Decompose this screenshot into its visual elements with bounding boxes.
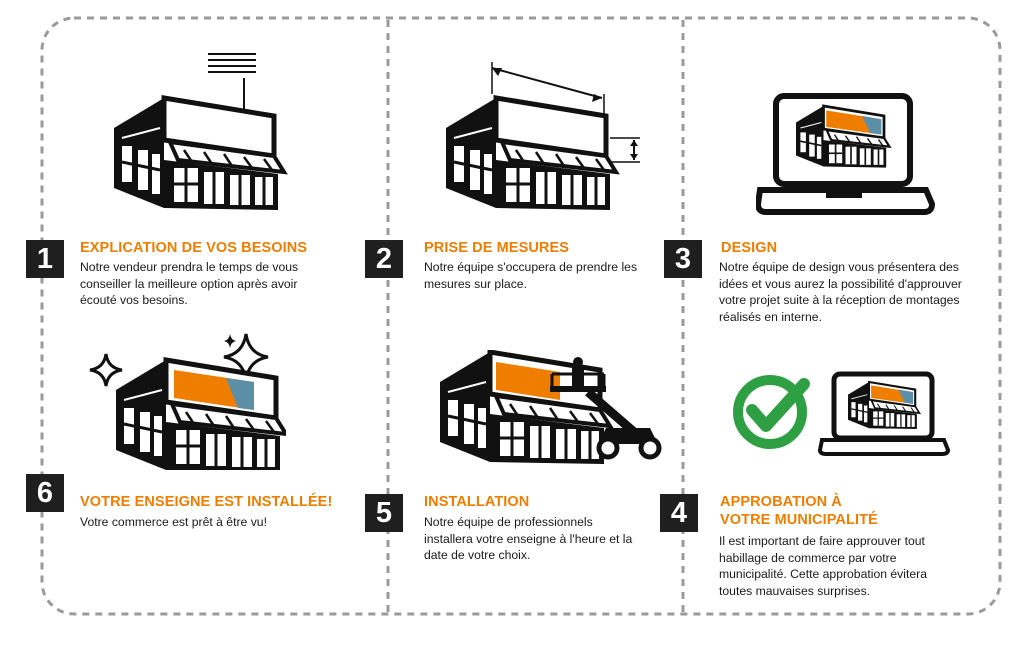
boom-lift-installation-icon	[438, 350, 662, 470]
step-1-title: EXPLICATION DE VOS BESOINS	[80, 240, 308, 256]
sparkling-storefront-icon	[89, 333, 286, 470]
storefront-measurement-icon	[440, 62, 640, 228]
step-2-number: 2	[365, 240, 403, 278]
step-5-description: Notre équipe de professionnels installer…	[424, 515, 633, 563]
step-1-description: Notre vendeur prendra le temps de vous c…	[80, 260, 299, 308]
step-4-title-line-1: APPROBATION À	[720, 494, 842, 510]
step-4-number: 4	[660, 494, 698, 532]
step-5-title: INSTALLATION	[424, 494, 530, 510]
step-2-title: PRISE DE MESURES	[424, 240, 570, 256]
step-5-number: 5	[365, 494, 403, 532]
step-6-description: Votre commerce est prêt à être vu!	[80, 515, 267, 529]
checkmark-laptop-icon	[733, 371, 951, 456]
step-1-number: 1	[26, 240, 64, 278]
step-3-description: Notre équipe de design vous présentera d…	[719, 260, 962, 324]
step-4-description: Il est important de faire approuver tout…	[719, 534, 927, 598]
step-3-number: 3	[664, 240, 702, 278]
step-6-title: VOTRE ENSEIGNE EST INSTALLÉE!	[80, 494, 333, 510]
storefront-with-sign-lines-icon	[108, 53, 308, 226]
step-4-title-line-2: VOTRE MUNICIPALITÉ	[720, 512, 878, 528]
step-6-number: 6	[26, 474, 64, 512]
step-3-title: DESIGN	[721, 240, 778, 256]
step-2-description: Notre équipe s'occupera de prendre les m…	[424, 260, 638, 291]
laptop-storefront-icon	[756, 93, 936, 215]
